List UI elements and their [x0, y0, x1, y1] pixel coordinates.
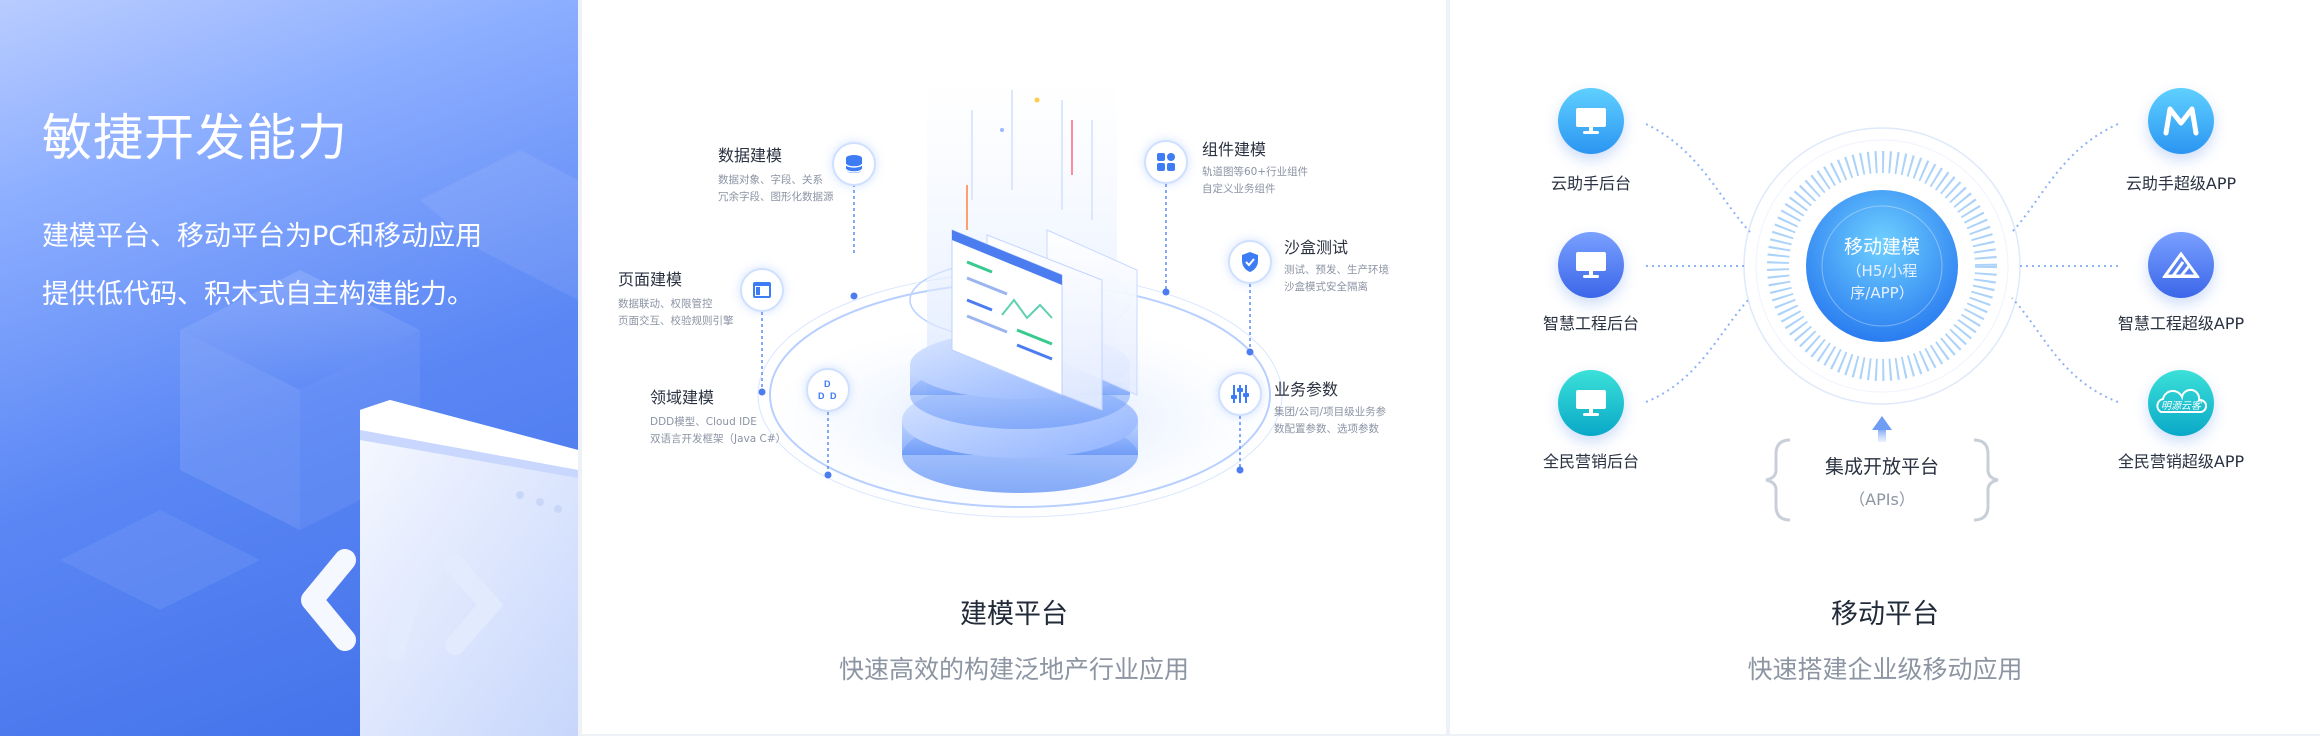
module-desc-component-modeling: 轨道图等60+行业组件自定义业务组件	[1202, 166, 1309, 195]
module-label-sandbox-testing: 沙盒测试	[1284, 238, 1349, 257]
page-icon[interactable]	[740, 268, 784, 312]
modeling-platform-title: 建模平台	[960, 599, 1068, 630]
yunzhushou-admin-node[interactable]	[1558, 88, 1624, 154]
smart-engineering-app-node[interactable]	[2148, 232, 2214, 298]
svg-text:D: D	[818, 391, 825, 401]
marketing-app-node[interactable]: 明源云客	[2148, 370, 2214, 436]
code-window-illustration	[60, 150, 578, 736]
svg-text:明源云客: 明源云客	[2161, 400, 2203, 412]
mobile-modeling-core-title: 移动建模	[1843, 236, 1920, 258]
hero-description-line-1: 建模平台、移动平台为PC和移动应用	[42, 221, 483, 252]
module-desc-page-modeling: 数据联动、权限管控页面交互、校验规则引擎	[618, 298, 734, 327]
marketing-admin-node[interactable]	[1558, 370, 1624, 436]
module-label-component-modeling: 组件建模	[1202, 140, 1267, 159]
modeling-platform-illustration	[757, 80, 1283, 520]
components-icon[interactable]	[1144, 140, 1188, 184]
module-desc-business-parameters: 集团/公司/项目级业务参数配置参数、选项参数	[1274, 406, 1387, 435]
engineering-logo-icon	[2162, 251, 2200, 278]
module-label-data-modeling: 数据建模	[718, 146, 783, 165]
marketing-app-label: 全民营销超级APP	[2117, 452, 2245, 471]
hero-description: 建模平台、移动平台为PC和移动应用 提供低代码、积木式自主构建能力。	[42, 208, 552, 324]
module-label-domain-modeling: 领域建模	[650, 388, 715, 407]
open-platform-title: 集成开放平台	[1824, 456, 1939, 478]
yunzhushou-admin-label: 云助手后台	[1550, 174, 1631, 193]
monitor-icon	[1576, 390, 1606, 416]
monitor-icon	[1576, 108, 1606, 134]
smart-engineering-admin-label: 智慧工程后台	[1542, 314, 1639, 333]
svg-text:D: D	[830, 391, 837, 401]
database-icon[interactable]	[832, 142, 876, 186]
module-desc-data-modeling: 数据对象、字段、关系冗余字段、图形化数据源	[718, 174, 834, 203]
smart-engineering-app-label: 智慧工程超级APP	[2117, 314, 2245, 333]
hero-panel: 敏捷开发能力 建模平台、移动平台为PC和移动应用 提供低代码、积木式自主构建能力…	[0, 0, 578, 736]
mobile-modeling-core-subtitle: （H5/小程 序/APP）	[1846, 262, 1918, 302]
shield-icon[interactable]	[1228, 240, 1272, 284]
cloud-logo-icon: 明源云客	[2156, 388, 2208, 413]
svg-text:D: D	[824, 379, 831, 389]
hero-title: 敏捷开发能力	[42, 109, 348, 167]
open-platform-subtitle: （APIs）	[1849, 490, 1915, 509]
yunzhushou-app-node[interactable]	[2148, 88, 2214, 154]
modeling-platform-subtitle: 快速高效的构建泛地产行业应用	[838, 655, 1189, 684]
sliders-icon[interactable]	[1218, 372, 1262, 416]
mobile-platform-subtitle: 快速搭建企业级移动应用	[1747, 655, 2023, 684]
module-label-business-parameters: 业务参数	[1274, 380, 1339, 399]
m-logo-icon	[2163, 106, 2199, 136]
mobile-platform-illustration	[1645, 123, 2119, 522]
module-desc-sandbox-testing: 测试、预发、生产环境沙盒模式安全隔离	[1284, 264, 1389, 293]
marketing-admin-label: 全民营销后台	[1542, 452, 1639, 471]
hero-description-line-2: 提供低代码、积木式自主构建能力。	[42, 279, 474, 310]
monitor-icon	[1576, 252, 1606, 278]
mobile-platform-card[interactable]: 云助手后台 智慧工程后台 全民营销后台 云助手超级APP 智慧工程超级APP 明…	[1450, 0, 2320, 734]
module-label-page-modeling: 页面建模	[618, 270, 683, 289]
smart-engineering-admin-node[interactable]	[1558, 232, 1624, 298]
mobile-platform-title: 移动平台	[1831, 599, 1939, 630]
yunzhushou-app-label: 云助手超级APP	[2125, 174, 2237, 193]
